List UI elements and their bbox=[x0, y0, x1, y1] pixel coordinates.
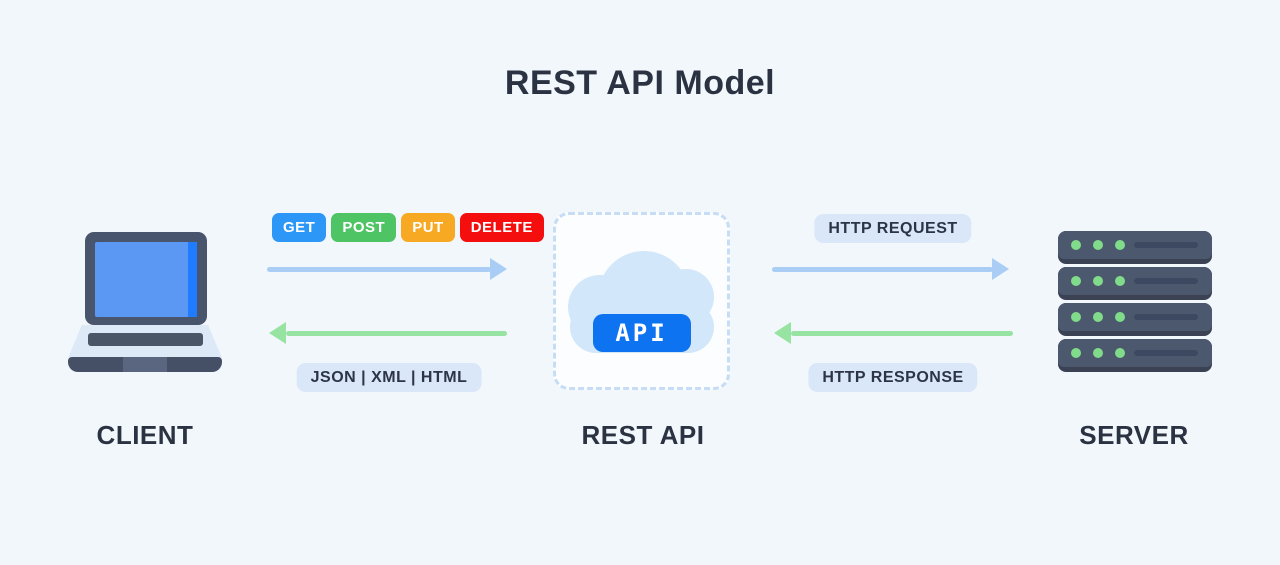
laptop-screen bbox=[85, 232, 207, 325]
response-formats-pill: JSON | XML | HTML bbox=[296, 363, 482, 392]
server-rack-unit bbox=[1058, 231, 1212, 264]
page-title: REST API Model bbox=[504, 64, 776, 102]
server-rack-unit bbox=[1058, 339, 1212, 372]
status-dot-icon bbox=[1071, 240, 1081, 250]
laptop-display bbox=[95, 242, 197, 317]
method-badge-put: PUT bbox=[401, 213, 455, 242]
client-label: CLIENT bbox=[96, 420, 194, 450]
server-rack-unit bbox=[1058, 267, 1212, 300]
status-dot-icon bbox=[1071, 348, 1081, 358]
status-dot-icon bbox=[1115, 240, 1125, 250]
response-arrowhead-icon bbox=[774, 322, 791, 344]
server-icon bbox=[1058, 231, 1212, 372]
request-arrow-client-to-api bbox=[267, 267, 491, 272]
server-slot bbox=[1134, 350, 1198, 356]
status-dot-icon bbox=[1071, 312, 1081, 322]
rest-api-box: API bbox=[553, 212, 730, 390]
laptop-icon bbox=[68, 230, 222, 372]
request-arrow-api-to-server bbox=[772, 267, 993, 272]
status-dot-icon bbox=[1093, 240, 1103, 250]
status-dot-icon bbox=[1093, 312, 1103, 322]
http-request-pill: HTTP REQUEST bbox=[814, 214, 972, 243]
http-method-badges: GET POST PUT DELETE bbox=[272, 213, 544, 242]
api-badge: API bbox=[592, 314, 691, 352]
server-slot bbox=[1134, 242, 1198, 248]
http-response-pill: HTTP RESPONSE bbox=[808, 363, 978, 392]
rest-api-label: REST API bbox=[581, 420, 705, 450]
status-dot-icon bbox=[1115, 312, 1125, 322]
response-arrowhead-icon bbox=[269, 322, 286, 344]
server-label: SERVER bbox=[1079, 420, 1189, 450]
status-dot-icon bbox=[1115, 348, 1125, 358]
status-dot-icon bbox=[1093, 348, 1103, 358]
server-slot bbox=[1134, 314, 1198, 320]
response-arrow-server-to-api bbox=[791, 331, 1013, 336]
laptop-bottom-bar bbox=[68, 357, 222, 372]
request-arrowhead-icon bbox=[992, 258, 1009, 280]
laptop-keyboard bbox=[88, 333, 203, 346]
request-arrowhead-icon bbox=[490, 258, 507, 280]
method-badge-delete: DELETE bbox=[459, 213, 544, 242]
response-arrow-api-to-client bbox=[286, 331, 507, 336]
status-dot-icon bbox=[1093, 276, 1103, 286]
method-badge-get: GET bbox=[272, 213, 327, 242]
server-rack-unit bbox=[1058, 303, 1212, 336]
server-slot bbox=[1134, 278, 1198, 284]
status-dot-icon bbox=[1071, 276, 1081, 286]
method-badge-post: POST bbox=[331, 213, 397, 242]
status-dot-icon bbox=[1115, 276, 1125, 286]
